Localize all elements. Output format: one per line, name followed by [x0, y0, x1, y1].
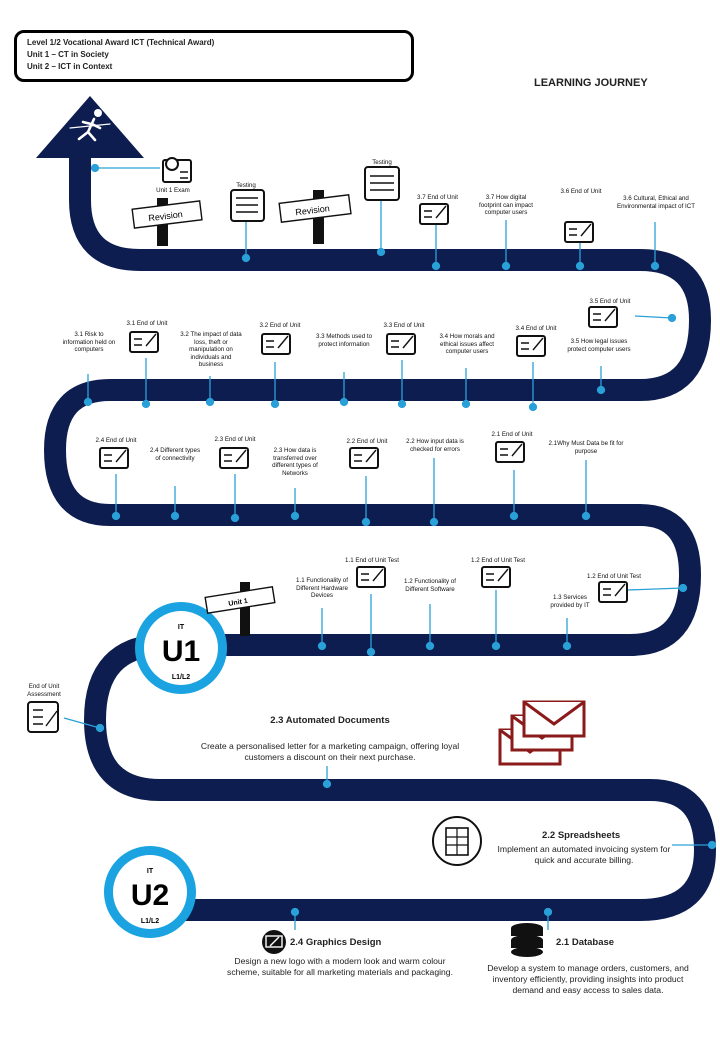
course-title-line-1: Level 1/2 Vocational Award ICT (Technica…: [27, 38, 215, 47]
label-eou-31: 3.1 End of Unit: [126, 320, 168, 327]
testing-label-2: Testing: [372, 159, 392, 166]
road-path: [44, 150, 716, 921]
label-36: 3.6 Cultural, Ethical and Environmental …: [616, 195, 696, 210]
clipboard-icon: [364, 166, 400, 201]
label-test-12a: 1.2 End of Unit Test: [471, 557, 525, 564]
label-test-11: 1.1 End of Unit Test: [345, 557, 399, 564]
revision-sign-2: [278, 190, 352, 244]
clipboard-icon: [564, 221, 594, 243]
revision-sign-1: [131, 198, 203, 246]
clipboard-icon: [27, 701, 59, 733]
unit-1-exam-label: Unit 1 Exam: [156, 187, 190, 194]
clipboard-icon: [516, 335, 546, 357]
testing-label-1: Testing: [236, 182, 256, 189]
clipboard-icon: [588, 306, 618, 328]
label-34: 3.4 How morals and ethical issues affect…: [439, 333, 495, 356]
unit-1-sign-text: Unit 1: [228, 598, 248, 608]
u2-level: L1/L2: [141, 918, 159, 925]
project-21-desc: Develop a system to manage orders, custo…: [487, 963, 689, 995]
clipboard-icon: [495, 441, 525, 463]
project-24-title: 2.4 Graphics Design: [290, 937, 382, 948]
journey-title: LEARNING JOURNEY: [534, 77, 648, 89]
unit-2-badge: [104, 846, 196, 938]
clipboard-icon: [261, 333, 291, 355]
project-21-title: 2.1 Database: [556, 937, 615, 948]
route-markers: [63, 163, 717, 930]
label-21: 2.1Why Must Data be fit for purpose: [548, 440, 624, 455]
clock-clipboard-icon: [162, 157, 192, 183]
u2-it: IT: [147, 868, 154, 875]
clipboard-icon: [598, 581, 628, 603]
clipboard-icon: [386, 333, 416, 355]
graphics-icon: [262, 930, 286, 954]
label-eou-33: 3.3 End of Unit: [383, 322, 425, 329]
clipboard-icon: [230, 189, 265, 222]
label-11: 1.1 Functionality of Different Hardware …: [296, 577, 348, 600]
u1-it: IT: [178, 624, 185, 631]
u2-num: U2: [131, 879, 169, 912]
unit-1-badge: [135, 602, 227, 694]
revision-sign-2-text: Revision: [295, 203, 330, 217]
project-23-title: 2.3 Automated Documents: [270, 715, 390, 726]
clipboard-icon: [129, 331, 159, 353]
project-24-desc: Design a new logo with a modern look and…: [227, 956, 453, 977]
label-32: 3.2 The impact of data loss, theft or ma…: [180, 331, 242, 369]
clipboard-icon: [349, 447, 379, 469]
label-33: 3.3 Methods used to protect information: [315, 333, 373, 348]
label-12: 1.2 Functionality of Different Software: [404, 578, 456, 593]
u1-num: U1: [162, 635, 200, 668]
label-37: 3.7 How digital footprint can impact com…: [479, 194, 533, 217]
label-eou-34: 3.4 End of Unit: [515, 325, 557, 332]
project-23-desc: Create a personalised letter for a marke…: [200, 741, 460, 762]
label-eou-32: 3.2 End of Unit: [259, 322, 301, 329]
label-eou-21: 2.1 End of Unit: [491, 431, 533, 438]
label-24: 2.4 Different types of connectivity: [149, 447, 201, 462]
label-eou-22: 2.2 End of Unit: [346, 438, 388, 445]
envelope-icon: [498, 700, 586, 766]
label-35: 3.5 How legal issues protect computer us…: [567, 338, 631, 353]
project-22-title: 2.2 Spreadsheets: [542, 830, 621, 841]
label-eou-37: 3.7 End of Unit: [417, 194, 458, 201]
runner-icon: [69, 109, 111, 142]
clipboard-icon: [419, 203, 449, 225]
label-eou-24: 2.4 End of Unit: [95, 437, 137, 444]
course-title-line-2: Unit 1 – CT in Society: [27, 50, 109, 59]
label-eou-36: 3.6 End of Unit: [560, 188, 602, 195]
clipboard-icons: [27, 157, 628, 733]
label-31: 3.1 Risk to information held on computer…: [62, 331, 116, 354]
label-eou-assessment: End of Unit Assessment: [27, 683, 61, 698]
clipboard-icon: [356, 566, 386, 588]
course-title-line-3: Unit 2 – ICT in Context: [27, 62, 113, 71]
clipboard-icon: [99, 447, 129, 469]
label-test-12b: 1.2 End of Unit Test: [587, 573, 641, 580]
spreadsheet-icon: [432, 816, 482, 866]
label-23: 2.3 How data is transferred over differe…: [272, 447, 318, 477]
revision-sign-1-text: Revision: [148, 209, 183, 223]
clipboard-icon: [481, 566, 511, 588]
clipboard-icon: [219, 447, 249, 469]
u1-level: L1/L2: [172, 674, 190, 681]
unit-1-sign: [204, 582, 276, 636]
database-icon: [511, 923, 543, 957]
label-eou-35: 3.5 End of Unit: [589, 298, 631, 305]
label-eou-23: 2.3 End of Unit: [214, 436, 256, 443]
course-title-box: Level 1/2 Vocational Award ICT (Technica…: [14, 30, 414, 82]
label-22: 2.2 How input data is checked for errors: [406, 438, 464, 453]
label-13: 1.3 Services provided by IT: [550, 594, 590, 609]
project-22-desc: Implement an automated invoicing system …: [497, 844, 671, 865]
